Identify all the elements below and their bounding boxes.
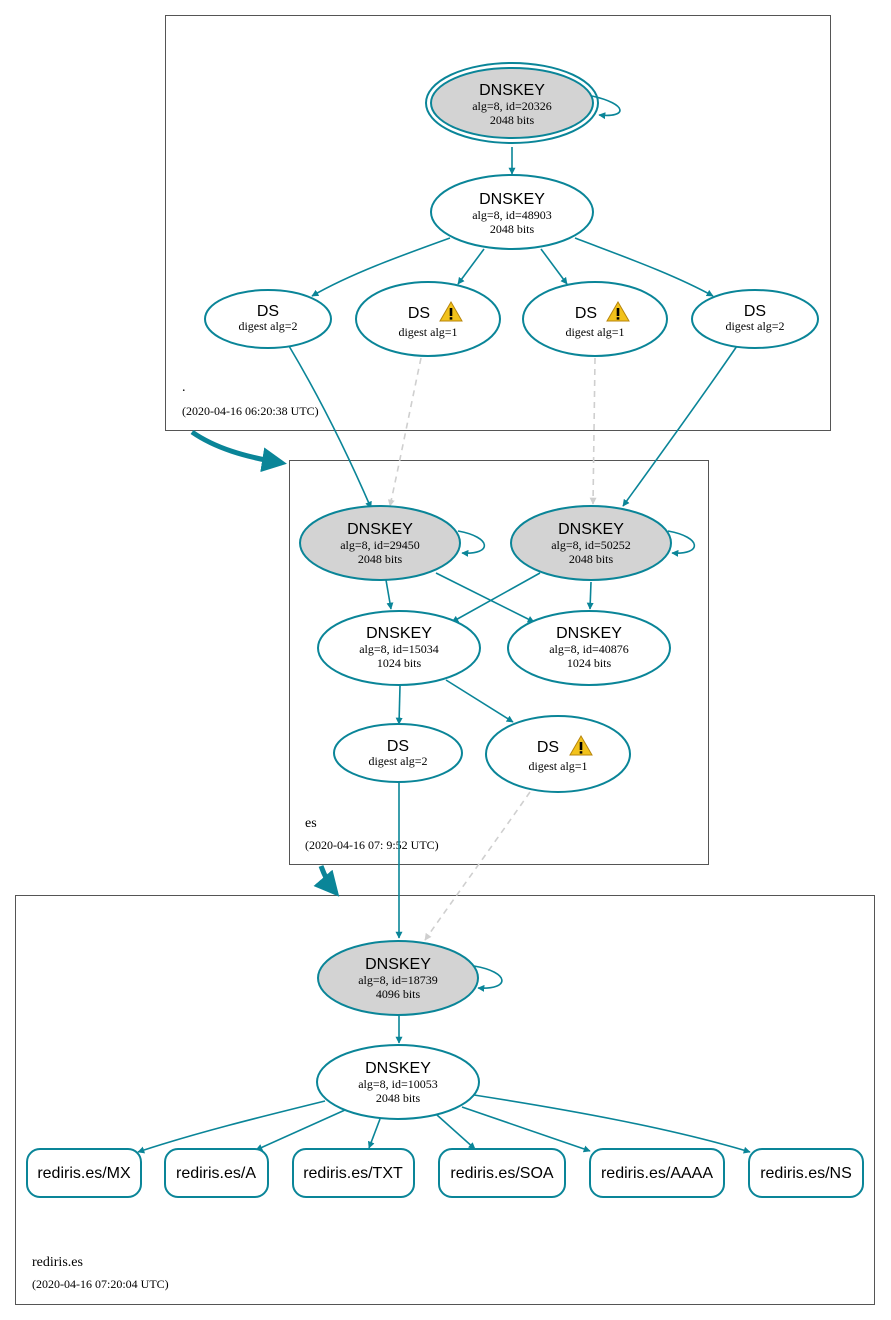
es-ksk-node-2[interactable]: DNSKEY alg=8, id=50252 2048 bits <box>510 505 672 581</box>
es-ds-node-1[interactable]: DS digest alg=2 <box>333 723 463 783</box>
rrset-mx[interactable]: rediris.es/MX <box>26 1148 142 1198</box>
es-ksk2-line2: 2048 bits <box>569 552 614 566</box>
root-ds4-title: DS <box>744 303 766 320</box>
rrset-aaaa[interactable]: rediris.es/AAAA <box>589 1148 725 1198</box>
zone-rediris-time: (2020-04-16 07:20:04 UTC) <box>32 1277 169 1291</box>
root-ds3-line1: digest alg=1 <box>565 325 624 339</box>
delegation-arrow-es-rediris <box>313 865 340 897</box>
es-ds1-title: DS <box>387 738 409 755</box>
edge-root-zsk-ds4 <box>574 237 714 297</box>
es-ds2-line1: digest alg=1 <box>528 759 587 773</box>
delegation-arrow-root-es <box>190 429 287 473</box>
es-ds1-line1: digest alg=2 <box>368 754 427 768</box>
es-zsk2-line2: 1024 bits <box>567 656 612 670</box>
edge-root-ds3-es-ksk2 <box>589 357 597 505</box>
rrset-mx-label: rediris.es/MX <box>37 1165 131 1182</box>
rediris-zsk-node[interactable]: DNSKEY alg=8, id=10053 2048 bits <box>316 1044 480 1120</box>
root-ds3-title: DS <box>575 305 597 322</box>
edge-es-ksk1-zsk1 <box>385 579 394 610</box>
edge-zsk-mx <box>137 1100 326 1154</box>
edge-root-ds1-es-ksk1 <box>288 345 372 509</box>
zone-es-time: (2020-04-16 07: 9:52 UTC) <box>305 838 439 852</box>
edge-es-ksk2-zsk2 <box>586 581 594 610</box>
zone-es-box <box>289 460 709 865</box>
rrset-soa-label: rediris.es/SOA <box>450 1165 553 1182</box>
root-zsk-title: DNSKEY <box>479 191 545 208</box>
es-ksk-node-1[interactable]: DNSKEY alg=8, id=29450 2048 bits <box>299 505 461 581</box>
es-ksk2-title: DNSKEY <box>558 521 624 538</box>
root-zsk-line1: alg=8, id=48903 <box>472 208 552 222</box>
rrset-ns-label: rediris.es/NS <box>760 1165 852 1182</box>
edge-zsk-txt <box>367 1118 381 1149</box>
rrset-ns[interactable]: rediris.es/NS <box>748 1148 864 1198</box>
es-zsk-node-1[interactable]: DNSKEY alg=8, id=15034 1024 bits <box>317 610 481 686</box>
root-ds1-line1: digest alg=2 <box>238 319 297 333</box>
zone-root-time: (2020-04-16 06:20:38 UTC) <box>182 404 319 418</box>
edge-root-zsk-ds2 <box>457 248 485 285</box>
rediris-ksk-line1: alg=8, id=18739 <box>358 973 438 987</box>
edge-es-zsk1-ds1 <box>395 685 403 725</box>
es-ksk1-title: DNSKEY <box>347 521 413 538</box>
edge-zsk-soa <box>436 1114 476 1150</box>
root-ds4-line1: digest alg=2 <box>725 319 784 333</box>
root-zsk-line2: 2048 bits <box>490 222 535 236</box>
es-ds-node-2[interactable]: DS digest alg=1 <box>485 715 631 793</box>
edge-zsk-aaaa <box>461 1106 591 1153</box>
rrset-txt-label: rediris.es/TXT <box>303 1165 403 1182</box>
root-ds2-title: DS <box>408 305 430 322</box>
root-ds-node-3[interactable]: DS digest alg=1 <box>522 281 668 357</box>
es-ksk1-line2: 2048 bits <box>358 552 403 566</box>
edge-es-ksk2-self <box>667 530 696 557</box>
root-ds-node-1[interactable]: DS digest alg=2 <box>204 289 332 349</box>
edge-es-ksk1-self <box>457 530 486 557</box>
edge-root-zsk-ds3 <box>540 248 568 285</box>
rediris-ksk-title: DNSKEY <box>365 956 431 973</box>
root-ds-node-2[interactable]: DS digest alg=1 <box>355 281 501 357</box>
es-ds2-title: DS <box>537 739 559 756</box>
es-zsk2-line1: alg=8, id=40876 <box>549 642 629 656</box>
root-ds-node-4[interactable]: DS digest alg=2 <box>691 289 819 349</box>
es-zsk1-title: DNSKEY <box>366 625 432 642</box>
rrset-txt[interactable]: rediris.es/TXT <box>292 1148 415 1198</box>
edge-root-zsk-ds1 <box>311 237 451 297</box>
es-ksk2-line1: alg=8, id=50252 <box>551 538 631 552</box>
zone-rediris-label: rediris.es <box>32 1255 83 1270</box>
edge-root-ds4-es-ksk2 <box>622 345 738 507</box>
es-ksk1-line1: alg=8, id=29450 <box>340 538 420 552</box>
zone-root-label: . <box>182 380 186 395</box>
rediris-ksk-node[interactable]: DNSKEY alg=8, id=18739 4096 bits <box>317 940 479 1016</box>
edge-root-ksk-self <box>591 95 621 120</box>
root-ds1-title: DS <box>257 303 279 320</box>
rediris-zsk-line1: alg=8, id=10053 <box>358 1077 438 1091</box>
es-zsk-node-2[interactable]: DNSKEY alg=8, id=40876 1024 bits <box>507 610 671 686</box>
zone-root-box <box>165 15 831 431</box>
rediris-zsk-title: DNSKEY <box>365 1060 431 1077</box>
root-ksk-line1: alg=8, id=20326 <box>472 99 552 113</box>
root-ksk-node[interactable]: DNSKEY alg=8, id=20326 2048 bits <box>425 62 599 144</box>
root-ds2-line1: digest alg=1 <box>398 325 457 339</box>
edge-es-ds2-rediris-ksk <box>424 791 531 941</box>
zone-es-label: es <box>305 816 317 831</box>
edge-zsk-ns <box>473 1094 751 1154</box>
rediris-zsk-line2: 2048 bits <box>376 1091 421 1105</box>
root-ksk-title: DNSKEY <box>479 82 545 99</box>
rrset-a-label: rediris.es/A <box>176 1165 256 1182</box>
rediris-ksk-line2: 4096 bits <box>376 987 421 1001</box>
es-zsk1-line1: alg=8, id=15034 <box>359 642 439 656</box>
root-zsk-node[interactable]: DNSKEY alg=8, id=48903 2048 bits <box>430 174 594 250</box>
edge-es-zsk1-ds2 <box>445 679 514 723</box>
rrset-aaaa-label: rediris.es/AAAA <box>601 1165 713 1182</box>
root-ksk-line2: 2048 bits <box>490 113 535 127</box>
zone-rediris-box <box>15 895 875 1305</box>
es-zsk1-line2: 1024 bits <box>377 656 422 670</box>
es-zsk2-title: DNSKEY <box>556 625 622 642</box>
edge-es-ksk2-zsk1 <box>451 572 541 623</box>
rrset-a[interactable]: rediris.es/A <box>164 1148 269 1198</box>
edge-root-ds2-es-ksk1 <box>387 357 422 507</box>
edge-zsk-a <box>255 1109 346 1151</box>
rrset-soa[interactable]: rediris.es/SOA <box>438 1148 566 1198</box>
edge-rediris-ksk-self <box>473 965 503 992</box>
edge-es-ksk1-zsk2 <box>435 572 535 623</box>
